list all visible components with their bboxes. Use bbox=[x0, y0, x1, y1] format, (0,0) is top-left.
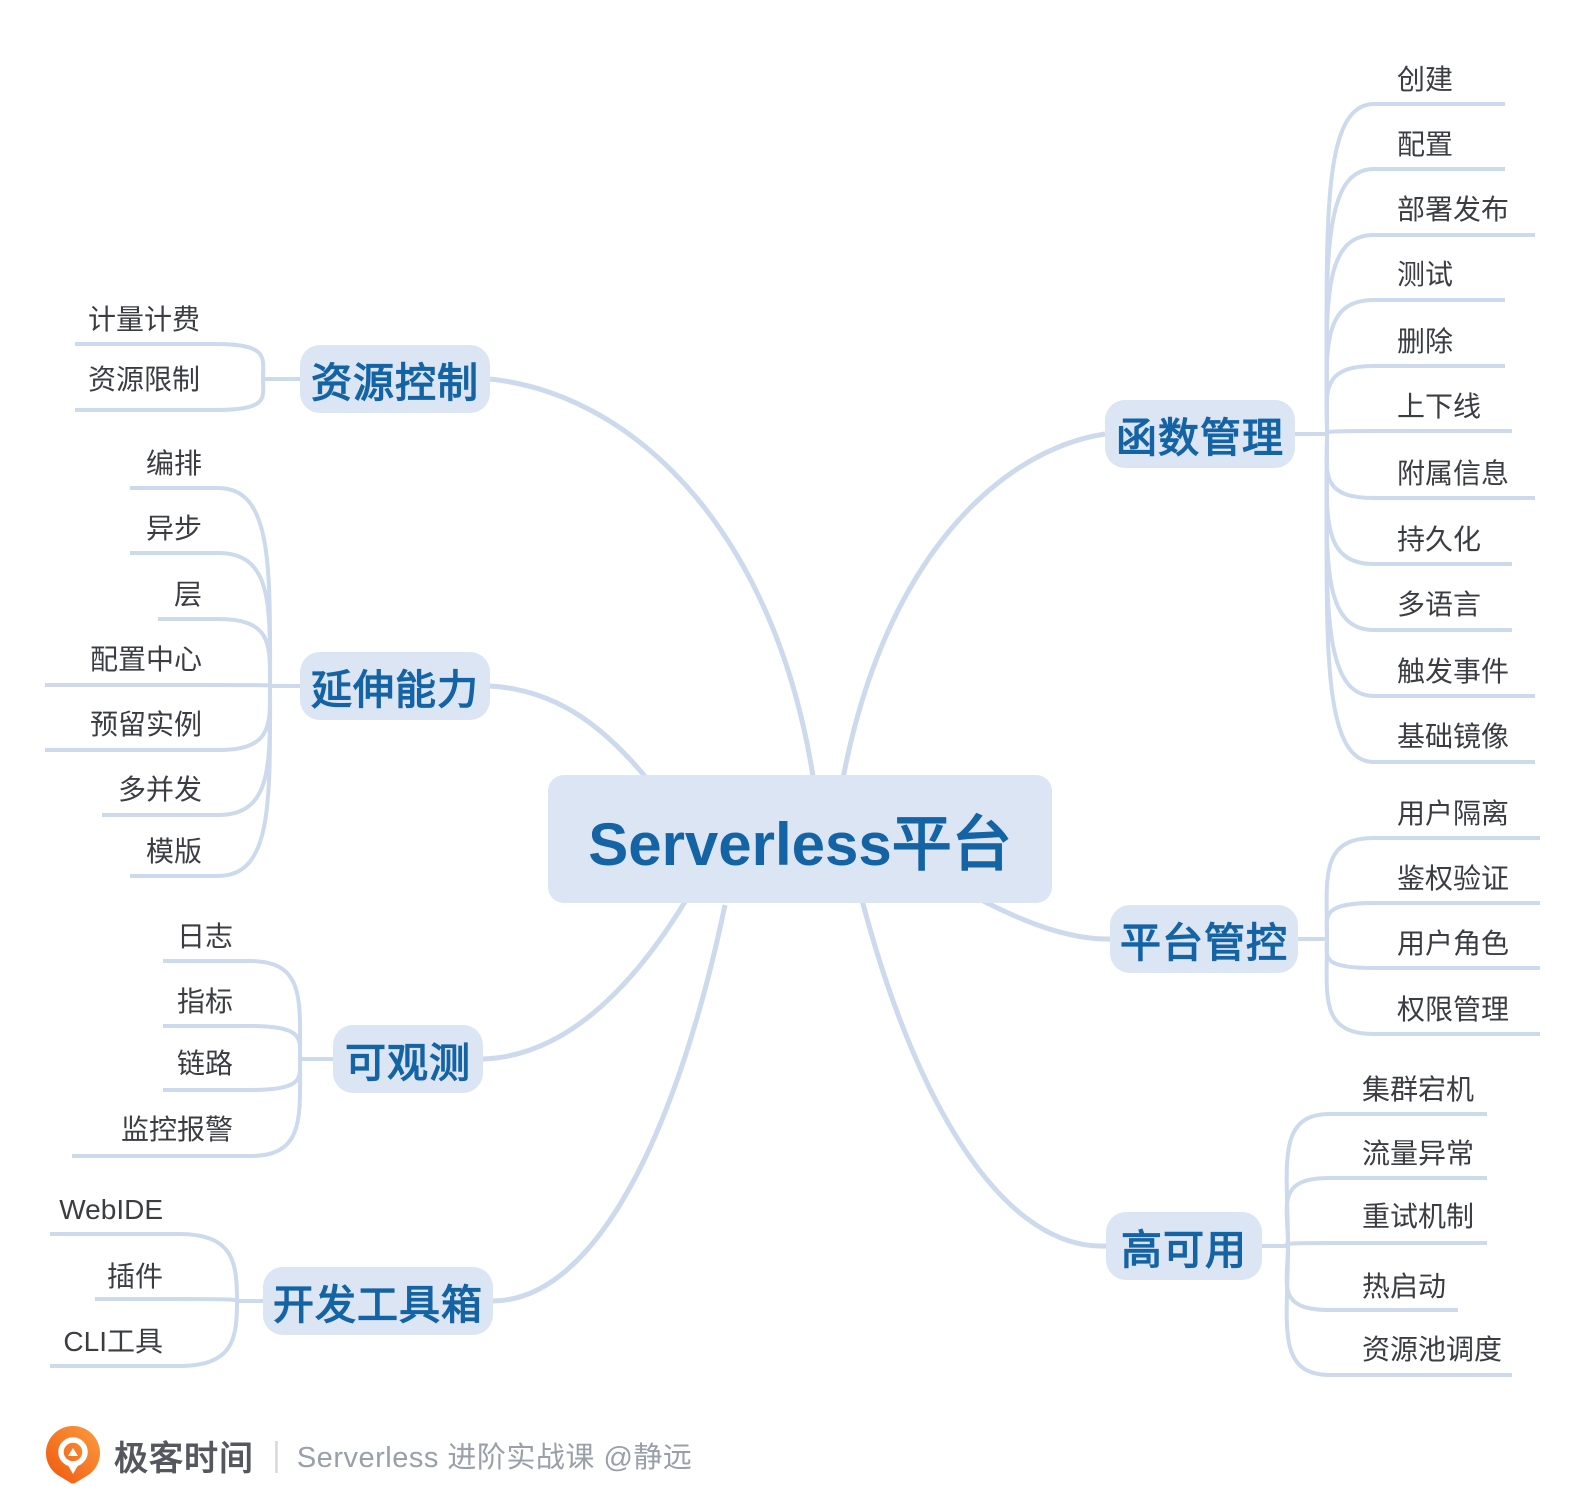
leaf-node: 配置 bbox=[1397, 129, 1454, 160]
connector-path bbox=[1324, 938, 1540, 1036]
leaf-node: 上下线 bbox=[1397, 391, 1482, 422]
leaf-node: 配置中心 bbox=[89, 644, 202, 675]
connector-path bbox=[1324, 364, 1505, 435]
leaf-node: 链路 bbox=[176, 1048, 233, 1079]
branch-extensibility: 延伸能力 bbox=[300, 652, 490, 720]
leaf-node: 编排 bbox=[145, 448, 202, 479]
connector-path bbox=[163, 959, 303, 1060]
connector-path bbox=[163, 1024, 303, 1060]
leaf-node: 集群宕机 bbox=[1362, 1074, 1475, 1105]
branch-dev-toolbox: 开发工具箱 bbox=[263, 1267, 493, 1335]
footer-watermark: 极客时间 | Serverless 进阶实战课 @静远 bbox=[46, 1426, 692, 1484]
leaf-node: 权限管理 bbox=[1397, 994, 1510, 1025]
leaf-node: 重试机制 bbox=[1362, 1201, 1475, 1232]
footer-course-title: Serverless 进阶实战课 @静远 bbox=[296, 1442, 693, 1474]
connector-path bbox=[1324, 433, 1535, 764]
leaf-node: 资源限制 bbox=[87, 364, 200, 395]
leaf-node: 删除 bbox=[1397, 326, 1454, 357]
leaf-node: 异步 bbox=[145, 513, 202, 544]
leaf-node: 用户角色 bbox=[1397, 928, 1510, 959]
connector-path bbox=[158, 617, 273, 687]
footer-divider: | bbox=[272, 1435, 281, 1474]
leaf-node: 日志 bbox=[176, 921, 233, 952]
connector-path bbox=[492, 904, 728, 1304]
connector-path bbox=[1284, 1241, 1487, 1248]
branch-observability: 可观测 bbox=[333, 1025, 483, 1093]
leaf-node: 监控报警 bbox=[120, 1114, 233, 1145]
connector-path bbox=[489, 376, 818, 791]
connector-path bbox=[859, 899, 1107, 1249]
footer-brand: 极客时间 bbox=[114, 1439, 254, 1478]
leaf-node: 多语言 bbox=[1397, 589, 1482, 620]
leaf-node: 测试 bbox=[1397, 259, 1454, 290]
connector-path bbox=[1284, 1245, 1512, 1377]
connector-path bbox=[489, 683, 662, 797]
connector-path bbox=[1324, 901, 1540, 940]
leaf-node: 创建 bbox=[1397, 64, 1454, 95]
leaf-node: 持久化 bbox=[1397, 524, 1482, 555]
connector-path bbox=[482, 883, 698, 1062]
leaf-node: 流量异常 bbox=[1362, 1138, 1475, 1169]
leaf-node: 资源池调度 bbox=[1362, 1334, 1503, 1365]
branch-platform-control: 平台管控 bbox=[1110, 905, 1298, 973]
connector-path bbox=[50, 1300, 239, 1368]
connector-path bbox=[45, 683, 273, 688]
connector-path bbox=[1284, 1176, 1487, 1247]
leaf-node: 多并发 bbox=[117, 774, 202, 805]
connector-path bbox=[95, 1297, 239, 1303]
connector-path bbox=[75, 342, 266, 380]
branch-function-management: 函数管理 bbox=[1105, 400, 1295, 468]
center-topic: Serverless平台 bbox=[548, 775, 1052, 903]
leaf-node: 层 bbox=[173, 579, 202, 610]
leaf-node: 计量计费 bbox=[87, 304, 200, 335]
branch-resource-control: 资源控制 bbox=[300, 345, 490, 413]
leaf-node: 附属信息 bbox=[1397, 458, 1510, 489]
connector-path bbox=[50, 1232, 239, 1302]
leaf-node: CLI工具 bbox=[63, 1326, 163, 1357]
branch-high-availability: 高可用 bbox=[1106, 1212, 1262, 1280]
connector-path bbox=[75, 378, 266, 412]
connector-path bbox=[72, 1058, 303, 1158]
leaf-node: 指标 bbox=[176, 986, 233, 1017]
connector-path bbox=[1324, 429, 1512, 435]
geektime-pin-icon bbox=[46, 1426, 100, 1484]
connector-path bbox=[837, 431, 1106, 796]
leaf-node: 基础镜像 bbox=[1397, 721, 1510, 752]
connector-path bbox=[130, 685, 273, 878]
leaf-node: 部署发布 bbox=[1397, 194, 1510, 225]
leaf-node: WebIDE bbox=[59, 1194, 163, 1225]
leaf-node: 模版 bbox=[145, 836, 202, 867]
leaf-node: 用户隔离 bbox=[1397, 798, 1510, 829]
leaf-node: 预留实例 bbox=[89, 709, 202, 740]
leaf-node: 触发事件 bbox=[1397, 656, 1510, 687]
leaf-node: 插件 bbox=[106, 1261, 163, 1292]
leaf-node: 热启动 bbox=[1362, 1271, 1447, 1302]
leaf-node: 鉴权验证 bbox=[1397, 863, 1510, 894]
